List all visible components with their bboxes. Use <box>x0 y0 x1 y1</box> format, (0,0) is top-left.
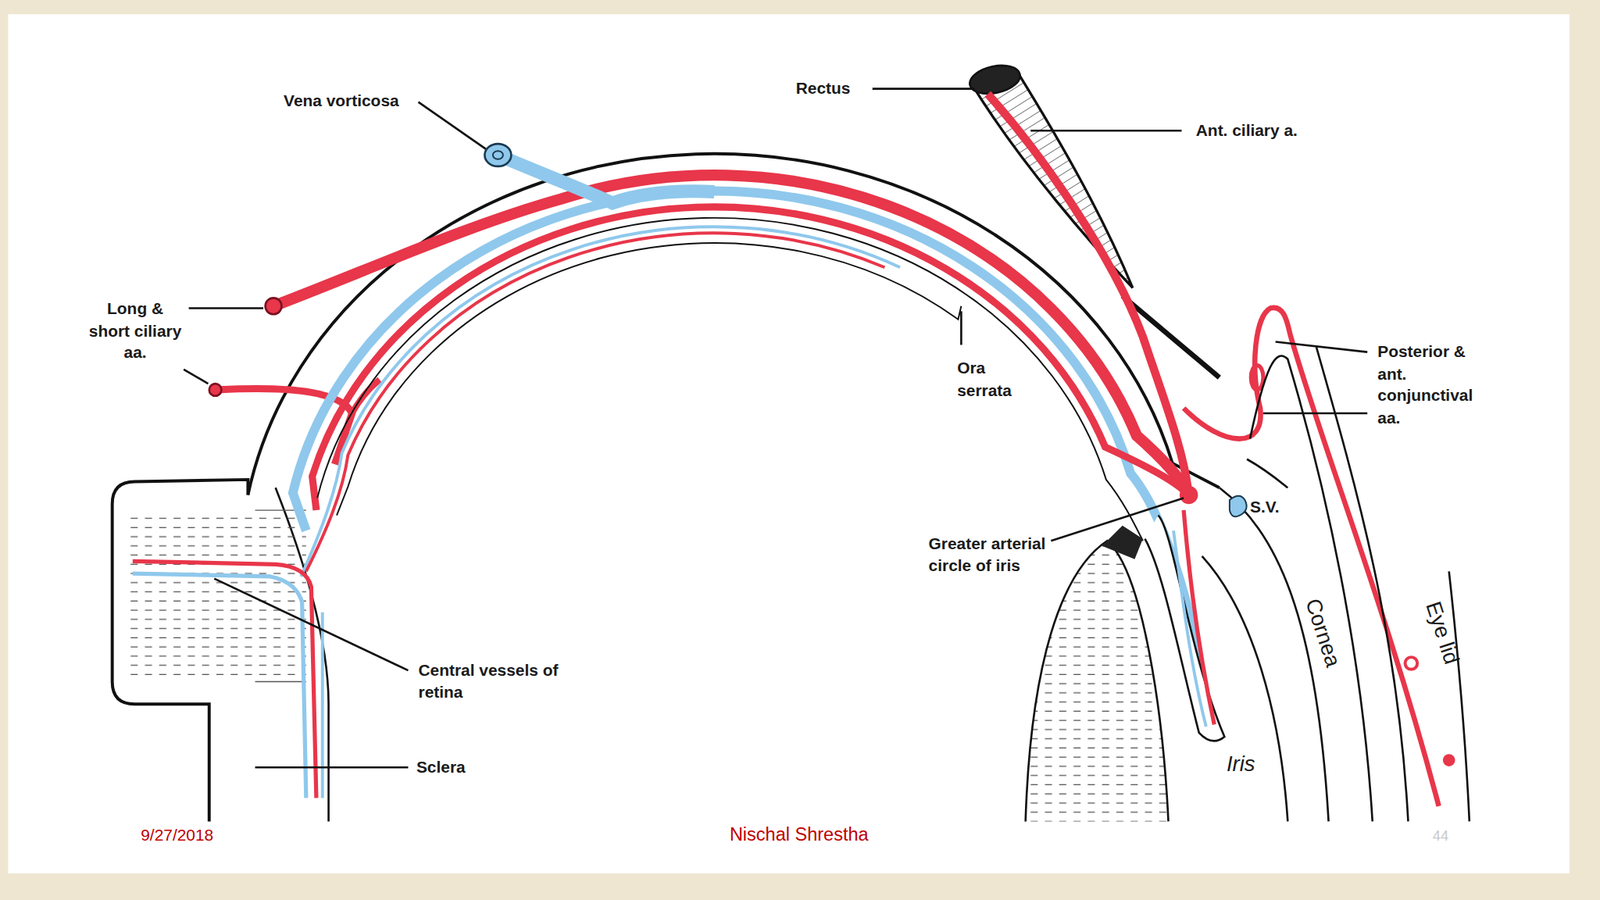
structure-label: Ora serrata <box>957 357 1029 401</box>
cornea-inner <box>1202 556 1289 822</box>
leader-line <box>189 307 264 310</box>
ciliary-process <box>1102 525 1143 560</box>
choroid-artery <box>312 207 1190 511</box>
leader-line <box>1030 129 1182 133</box>
lens <box>1025 540 1169 822</box>
vessel-end <box>209 383 222 397</box>
central-retinal-vein <box>321 612 325 799</box>
artery-loop <box>1405 657 1418 670</box>
leader-line <box>418 102 486 150</box>
vessel-label: Posterior & ant. conjunctival aa. <box>1377 340 1488 429</box>
vessel-label: Long & short ciliary aa. <box>86 297 184 365</box>
retina-inner <box>336 242 961 516</box>
leader-line <box>872 87 975 90</box>
muscle-label: Rectus <box>796 77 851 100</box>
structure-label: S.V. <box>1250 496 1280 518</box>
white-panel <box>7 14 1569 874</box>
iris-vein <box>1173 530 1207 727</box>
muscle-end <box>967 60 1023 98</box>
vessel-label: Vena vorticosa <box>283 89 400 112</box>
leader-line <box>214 578 408 672</box>
cornea-outer <box>1219 487 1329 822</box>
leader-line <box>960 310 963 345</box>
footer-date: 9/27/2018 <box>140 824 214 847</box>
leader-line <box>183 369 208 384</box>
footer-author: Nischal Shrestha <box>729 822 869 848</box>
artery-loop <box>1250 365 1264 390</box>
choroid-boundary <box>317 217 1143 541</box>
schlemm-canal <box>1229 496 1247 517</box>
vessel-label: Ant. ciliary a. <box>1196 119 1298 142</box>
vena-vorticosa <box>497 155 715 204</box>
leader-lines <box>183 89 1368 768</box>
rectus-tendon <box>1122 296 1220 378</box>
page-number: 44 <box>1432 826 1449 847</box>
artery-loop <box>1442 753 1456 767</box>
vessel-label: Greater arterial circle of iris <box>928 532 1083 577</box>
eyelid-conjunctiva <box>1246 355 1373 822</box>
vessel-end <box>265 297 283 315</box>
structure-label: Iris <box>1226 750 1256 779</box>
leader-line <box>255 766 409 769</box>
central-retinal-vein <box>132 573 307 798</box>
anterior-ciliary-artery <box>987 93 1189 495</box>
leader-line <box>1263 412 1368 415</box>
nerve-fibres <box>128 510 307 682</box>
leader-line <box>1275 342 1368 353</box>
retinal-artery <box>306 232 886 572</box>
vessel-label: Central vessels of retina <box>418 659 572 704</box>
arterial-circle <box>1179 485 1199 505</box>
structure-label: Sclera <box>416 756 466 779</box>
vessel-end <box>484 143 511 167</box>
retinal-vein <box>300 226 900 577</box>
leader-line <box>1050 497 1184 541</box>
vessel-lumen <box>492 150 504 159</box>
central-retinal-artery <box>132 560 317 798</box>
